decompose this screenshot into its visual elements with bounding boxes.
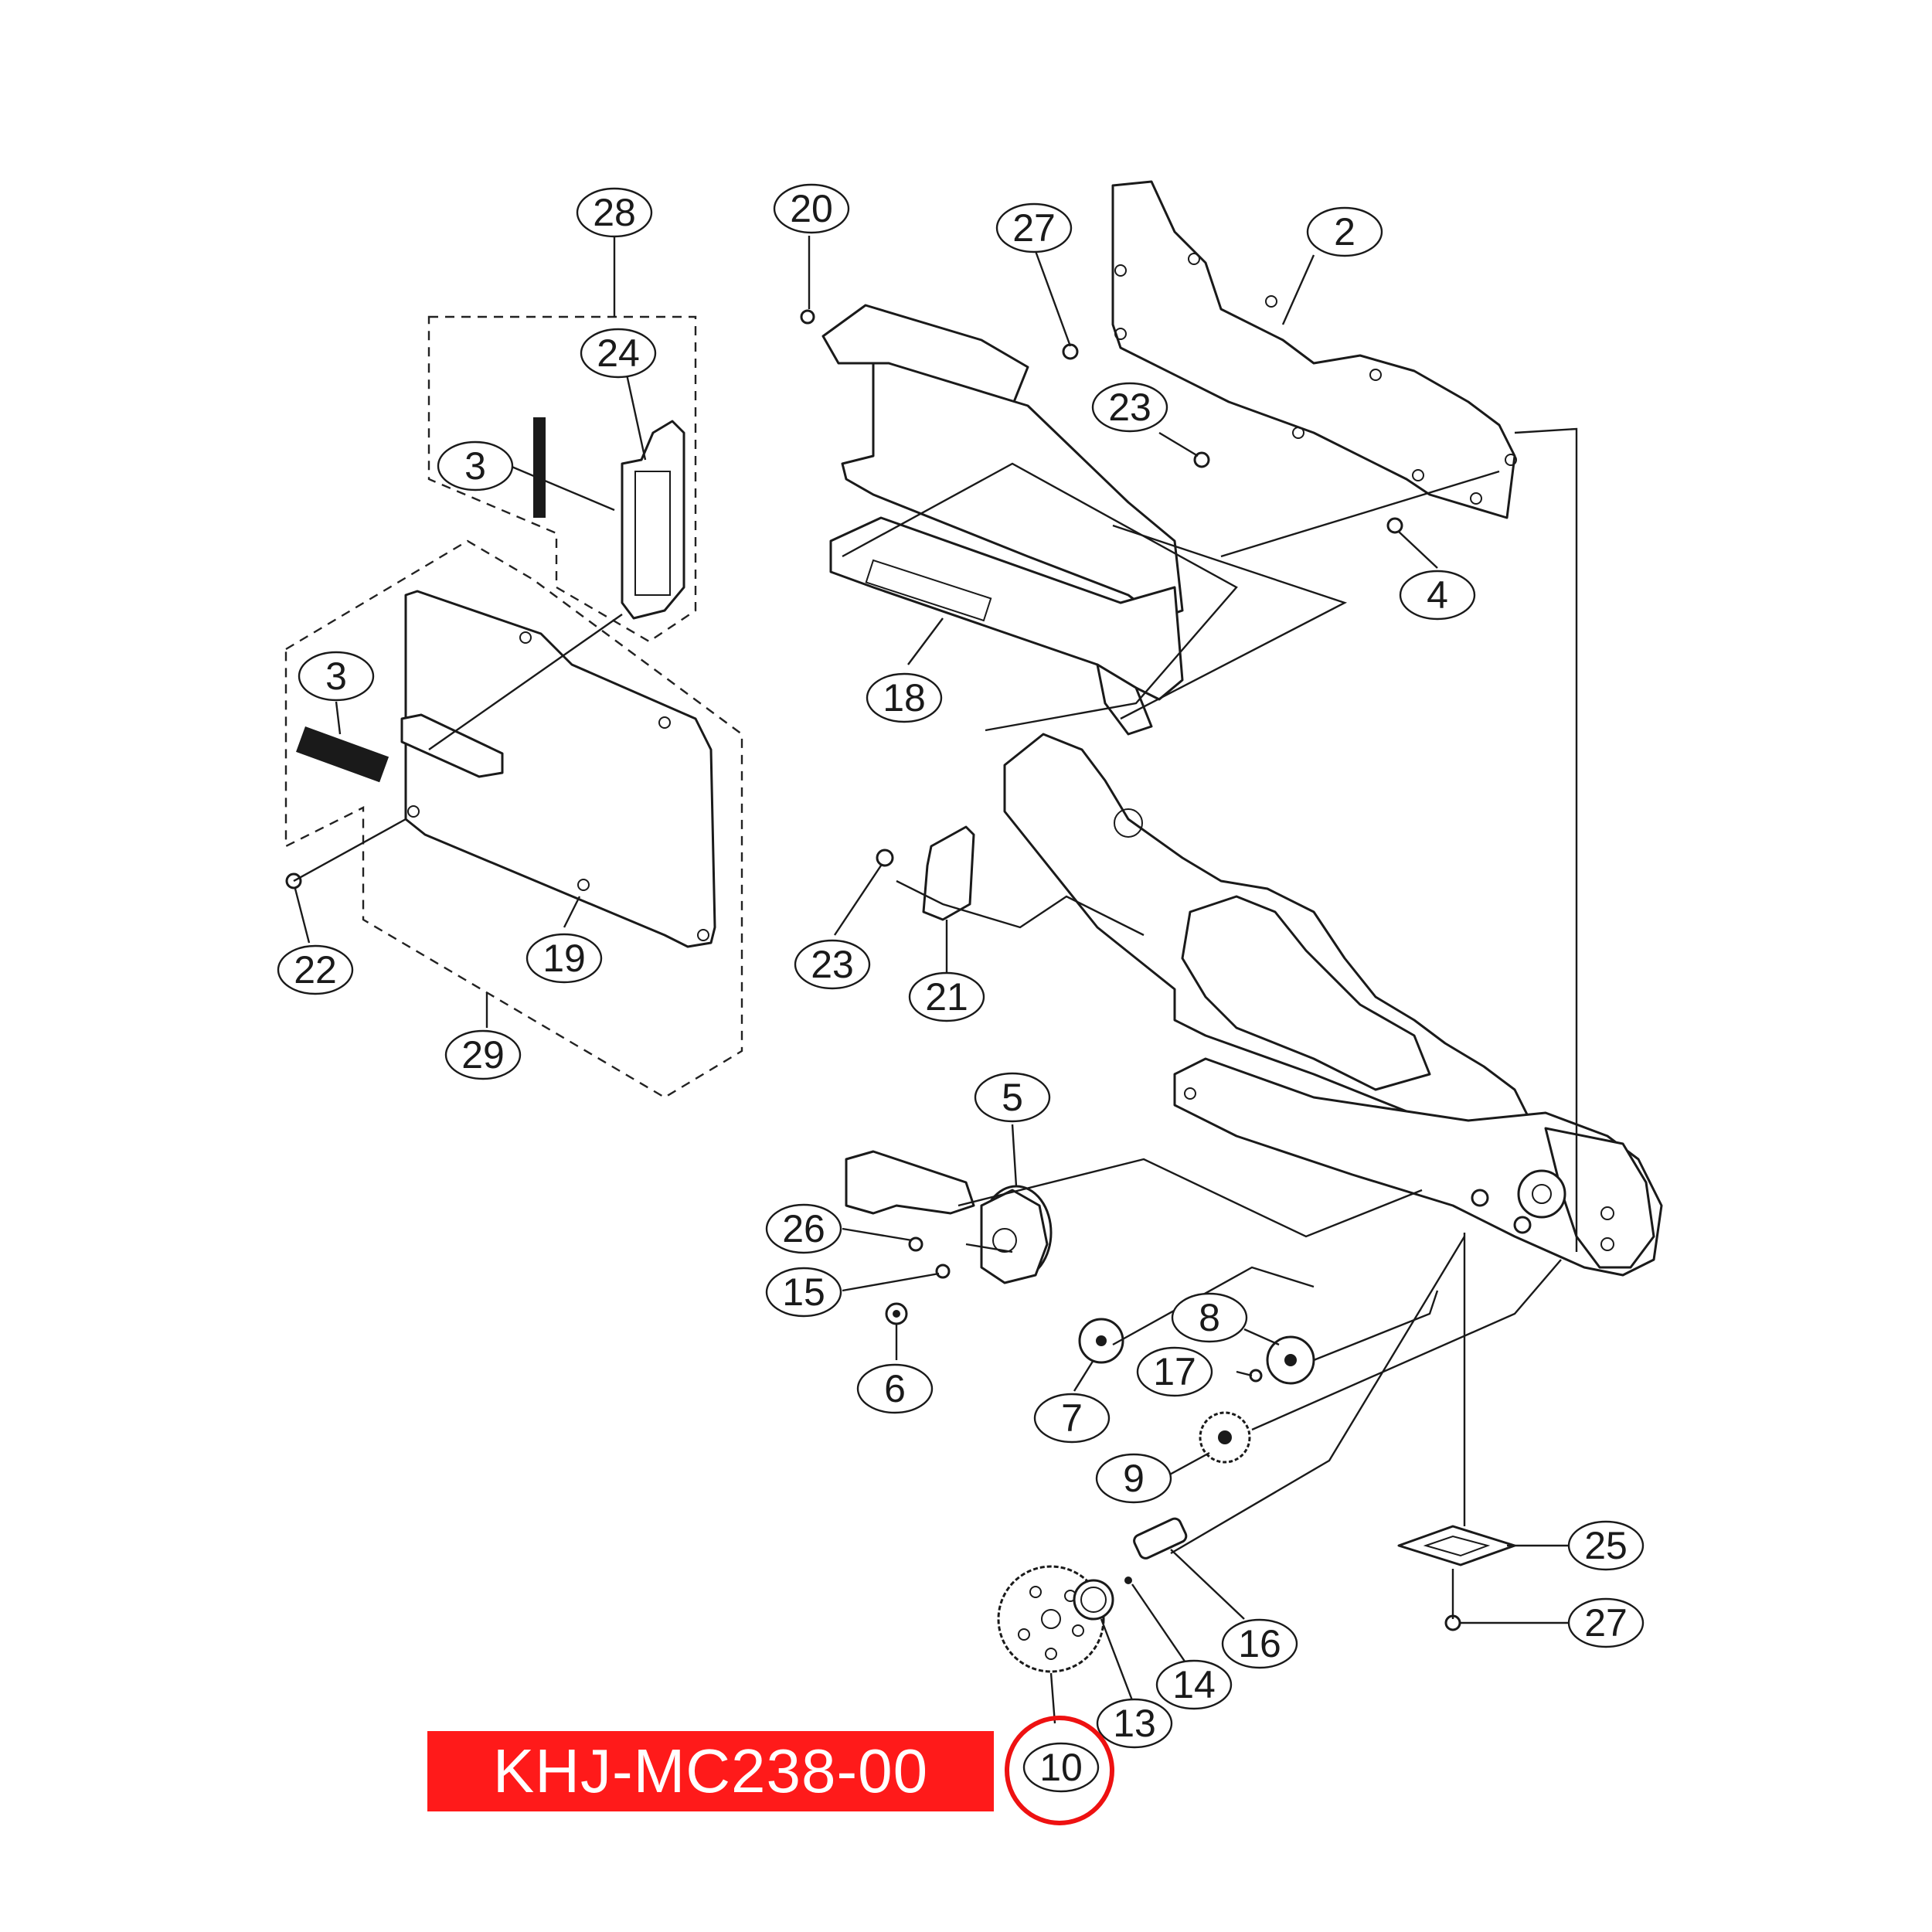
callout-27-top: 27 — [995, 202, 1073, 253]
callout-24: 24 — [580, 328, 657, 379]
callout-7: 7 — [1033, 1393, 1111, 1444]
nut-part-17 — [1249, 1369, 1263, 1383]
rail-slot — [865, 559, 992, 622]
base-upright-block — [1181, 895, 1431, 1091]
svg-text:19: 19 — [543, 937, 586, 980]
part-number-label: KHJ-MC238-00 — [427, 1731, 994, 1811]
svg-text:22: 22 — [294, 948, 337, 992]
svg-text:8: 8 — [1199, 1296, 1220, 1339]
callout-2: 2 — [1306, 206, 1383, 257]
rail-lower-bracket — [1096, 663, 1153, 736]
callout-25: 25 — [1567, 1520, 1645, 1571]
callout-6: 6 — [856, 1363, 934, 1414]
svg-text:5: 5 — [1002, 1076, 1023, 1119]
ring-part-13 — [1073, 1579, 1114, 1621]
svg-text:21: 21 — [925, 975, 968, 1019]
highlight-ring-callout-10 — [1005, 1716, 1114, 1825]
callout-23-lower: 23 — [794, 939, 871, 990]
motor-bracket-part-5 — [845, 1150, 975, 1215]
callout-23-upper: 23 — [1091, 382, 1168, 433]
svg-text:23: 23 — [811, 943, 854, 986]
callout-16: 16 — [1221, 1618, 1298, 1669]
cover-plate-part-19 — [404, 590, 716, 948]
callout-15: 15 — [765, 1267, 842, 1318]
svg-text:15: 15 — [782, 1270, 825, 1314]
bracket-part-21 — [922, 825, 975, 921]
svg-text:9: 9 — [1123, 1457, 1145, 1500]
cover-plate-holes — [407, 631, 709, 941]
drive-housing-flange — [1544, 1127, 1655, 1269]
callout-14: 14 — [1155, 1659, 1233, 1710]
plate-part-25 — [1397, 1525, 1516, 1566]
svg-text:28: 28 — [593, 191, 636, 234]
drive-housing — [1173, 1057, 1663, 1277]
pin-part-14 — [1124, 1577, 1132, 1584]
callout-26: 26 — [765, 1203, 842, 1254]
svg-text:14: 14 — [1172, 1663, 1216, 1706]
assembly-29-outline — [284, 539, 743, 1099]
callout-18: 18 — [866, 672, 943, 723]
svg-text:24: 24 — [597, 332, 640, 375]
shaft-part-16 — [1133, 1517, 1188, 1560]
svg-text:6: 6 — [884, 1367, 906, 1410]
label-strip-part-3-upper — [533, 417, 546, 518]
svg-text:25: 25 — [1584, 1524, 1628, 1567]
drive-shaft-a — [1471, 1189, 1489, 1207]
svg-text:13: 13 — [1113, 1702, 1156, 1745]
svg-text:18: 18 — [883, 676, 926, 719]
svg-text:17: 17 — [1153, 1350, 1196, 1393]
callout-17: 17 — [1136, 1346, 1213, 1397]
callout-3-upper: 3 — [437, 440, 514, 492]
assembly-28-outline — [427, 315, 697, 643]
svg-text:3: 3 — [464, 444, 486, 488]
callout-13: 13 — [1096, 1698, 1173, 1749]
svg-text:16: 16 — [1238, 1622, 1281, 1665]
callout-29: 29 — [444, 1029, 522, 1080]
svg-text:26: 26 — [782, 1207, 825, 1250]
leader-lines — [293, 236, 1578, 1724]
svg-text:4: 4 — [1427, 573, 1448, 617]
callout-5: 5 — [974, 1072, 1051, 1123]
callout-21: 21 — [908, 971, 985, 1022]
callout-20: 20 — [773, 183, 850, 234]
svg-text:23: 23 — [1108, 386, 1151, 429]
callout-8: 8 — [1171, 1292, 1248, 1343]
drive-hub — [1517, 1169, 1566, 1219]
cover-plate-tab — [400, 713, 504, 778]
side-plate-part-2 — [1111, 180, 1516, 519]
callout-3-lower: 3 — [298, 651, 375, 702]
label-strip-part-3-lower — [296, 726, 389, 783]
svg-text:7: 7 — [1061, 1396, 1083, 1440]
drive-shaft-b — [1513, 1216, 1532, 1234]
svg-text:29: 29 — [461, 1033, 505, 1077]
svg-text:2: 2 — [1334, 210, 1355, 253]
label-holder-part-24 — [621, 420, 685, 620]
svg-text:27: 27 — [1012, 206, 1056, 250]
callout-19: 19 — [526, 933, 603, 984]
callout-9: 9 — [1095, 1453, 1172, 1504]
callout-4: 4 — [1399, 570, 1476, 621]
callout-28: 28 — [576, 187, 653, 238]
svg-text:3: 3 — [325, 655, 347, 698]
side-plate-holes — [1114, 253, 1517, 505]
screws — [285, 309, 1461, 1631]
callout-22: 22 — [277, 944, 354, 995]
svg-text:20: 20 — [790, 187, 833, 230]
svg-text:27: 27 — [1584, 1601, 1628, 1645]
callout-27-bottom: 27 — [1567, 1597, 1645, 1648]
